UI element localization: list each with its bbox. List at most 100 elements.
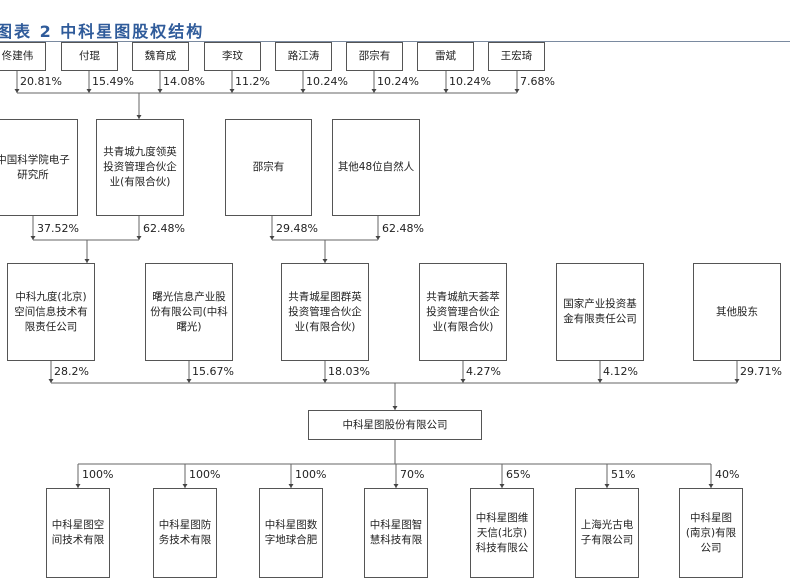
shareholder-box: 共青城航天荟萃投资管理合伙企业(有限合伙)	[419, 263, 507, 361]
share-percent: 65%	[506, 468, 531, 481]
node-label: 邵宗有	[252, 161, 285, 173]
arrowhead	[229, 89, 235, 93]
shareholder-box: 国家产业投资基金有限责任公司	[556, 263, 644, 361]
subsidiary-box: 中科星图(南京)有限公司	[679, 488, 743, 578]
arrowhead	[604, 484, 610, 488]
node-label: 其他股东	[716, 305, 758, 318]
shareholder-box: 付琨	[61, 42, 118, 71]
share-percent: 100%	[295, 468, 327, 481]
subsidiary-box: 上海光古电子有限公司	[575, 488, 639, 578]
arrowhead	[300, 89, 306, 93]
node-label: 中科星图空间技术有限	[51, 519, 105, 546]
node-label: 其他48位自然人	[337, 161, 415, 173]
node-label: 上海光古电子有限公司	[580, 519, 634, 546]
shareholder-box: 路江涛	[275, 42, 332, 71]
share-percent: 10.24%	[306, 75, 348, 88]
shareholder-box: 其他股东	[693, 263, 781, 361]
shareholder-box: 邵宗有	[346, 42, 403, 71]
node-label: 共青城航天荟萃投资管理合伙企业(有限合伙)	[426, 290, 500, 333]
arrowhead	[443, 89, 449, 93]
share-percent: 11.2%	[235, 75, 270, 88]
arrowhead	[322, 259, 328, 263]
share-percent: 70%	[400, 468, 425, 481]
subsidiary-box: 中科星图维天信(北京)科技有限公	[470, 488, 534, 578]
subsidiary-box: 中科星图数字地球合肥	[259, 488, 323, 578]
node-label: 国家产业投资基金有限责任公司	[563, 298, 637, 325]
node-label: 付琨	[79, 50, 100, 62]
subsidiary-box: 中科星图防务技术有限	[153, 488, 217, 578]
arrowhead	[708, 484, 714, 488]
share-percent: 100%	[82, 468, 114, 481]
node-label: 中科星图(南京)有限公司	[685, 511, 737, 554]
arrowhead	[734, 379, 740, 383]
arrowhead	[14, 89, 20, 93]
node-label: 中科星图智慧科技有限	[369, 519, 423, 546]
arrowhead	[322, 379, 328, 383]
title-rule	[0, 41, 790, 42]
arrowhead	[460, 379, 466, 383]
node-label: 中国科学院电子研究所	[0, 153, 70, 181]
node-label: 中科星图防务技术有限	[158, 519, 212, 546]
arrowhead	[499, 484, 505, 488]
arrowhead	[75, 484, 81, 488]
share-percent: 20.81%	[20, 75, 62, 88]
subsidiary-box: 中科星图智慧科技有限	[364, 488, 428, 578]
arrowhead	[288, 484, 294, 488]
share-percent: 7.68%	[520, 75, 555, 88]
arrowhead	[375, 236, 381, 240]
shareholder-box: 魏育成	[132, 42, 189, 71]
share-percent: 62.48%	[143, 222, 185, 235]
share-percent: 51%	[611, 468, 636, 481]
shareholder-box: 王宏琦	[488, 42, 545, 71]
shareholder-box: 李玟	[204, 42, 261, 71]
node-label: 共青城九度领英投资管理合伙企业(有限合伙)	[103, 146, 177, 188]
node-label: 中科九度(北京)空间信息技术有限责任公司	[14, 290, 88, 333]
shareholder-box: 佟建伟	[0, 42, 46, 71]
share-percent: 28.2%	[54, 365, 89, 378]
shareholder-box: 中国科学院电子研究所	[0, 119, 78, 216]
shareholder-box: 雷斌	[417, 42, 474, 71]
share-percent: 100%	[189, 468, 221, 481]
arrowhead	[86, 89, 92, 93]
arrowhead	[136, 236, 142, 240]
node-label: 王宏琦	[500, 50, 533, 62]
arrowhead	[186, 379, 192, 383]
node-label: 雷斌	[435, 50, 456, 62]
arrowhead	[371, 89, 377, 93]
node-label: 邵宗有	[358, 50, 391, 62]
shareholder-box: 中科九度(北京)空间信息技术有限责任公司	[7, 263, 95, 361]
share-percent: 62.48%	[382, 222, 424, 235]
share-percent: 29.48%	[276, 222, 318, 235]
share-percent: 37.52%	[37, 222, 79, 235]
node-label: 曙光信息产业股份有限公司(中科曙光)	[150, 290, 228, 333]
arrowhead	[84, 259, 90, 263]
share-percent: 15.49%	[92, 75, 134, 88]
share-percent: 10.24%	[449, 75, 491, 88]
arrowhead	[597, 379, 603, 383]
arrowhead	[393, 484, 399, 488]
arrowhead	[514, 89, 520, 93]
node-label: 魏育成	[144, 50, 177, 62]
arrowhead	[269, 236, 275, 240]
node-label: 中科星图数字地球合肥	[264, 519, 318, 546]
node-label: 中科星图维天信(北京)科技有限公	[475, 511, 529, 554]
shareholder-box: 共青城九度领英投资管理合伙企业(有限合伙)	[96, 119, 184, 216]
arrowhead	[392, 406, 398, 410]
shareholder-box: 其他48位自然人	[332, 119, 420, 216]
arrowhead	[182, 484, 188, 488]
share-percent: 4.12%	[603, 365, 638, 378]
share-percent: 18.03%	[328, 365, 370, 378]
node-label: 中科星图股份有限公司	[342, 418, 448, 431]
arrowhead	[157, 89, 163, 93]
share-percent: 10.24%	[377, 75, 419, 88]
shareholder-box: 共青城星图群英投资管理合伙企业(有限合伙)	[281, 263, 369, 361]
arrowhead	[48, 379, 54, 383]
node-label: 共青城星图群英投资管理合伙企业(有限合伙)	[288, 290, 362, 333]
node-label: 李玟	[222, 50, 243, 62]
shareholder-box: 邵宗有	[225, 119, 312, 216]
share-percent: 15.67%	[192, 365, 234, 378]
arrowhead	[136, 115, 142, 119]
share-percent: 14.08%	[163, 75, 205, 88]
node-label: 路江涛	[287, 50, 320, 62]
figure-title: 图表 2 中科星图股权结构	[0, 22, 205, 41]
